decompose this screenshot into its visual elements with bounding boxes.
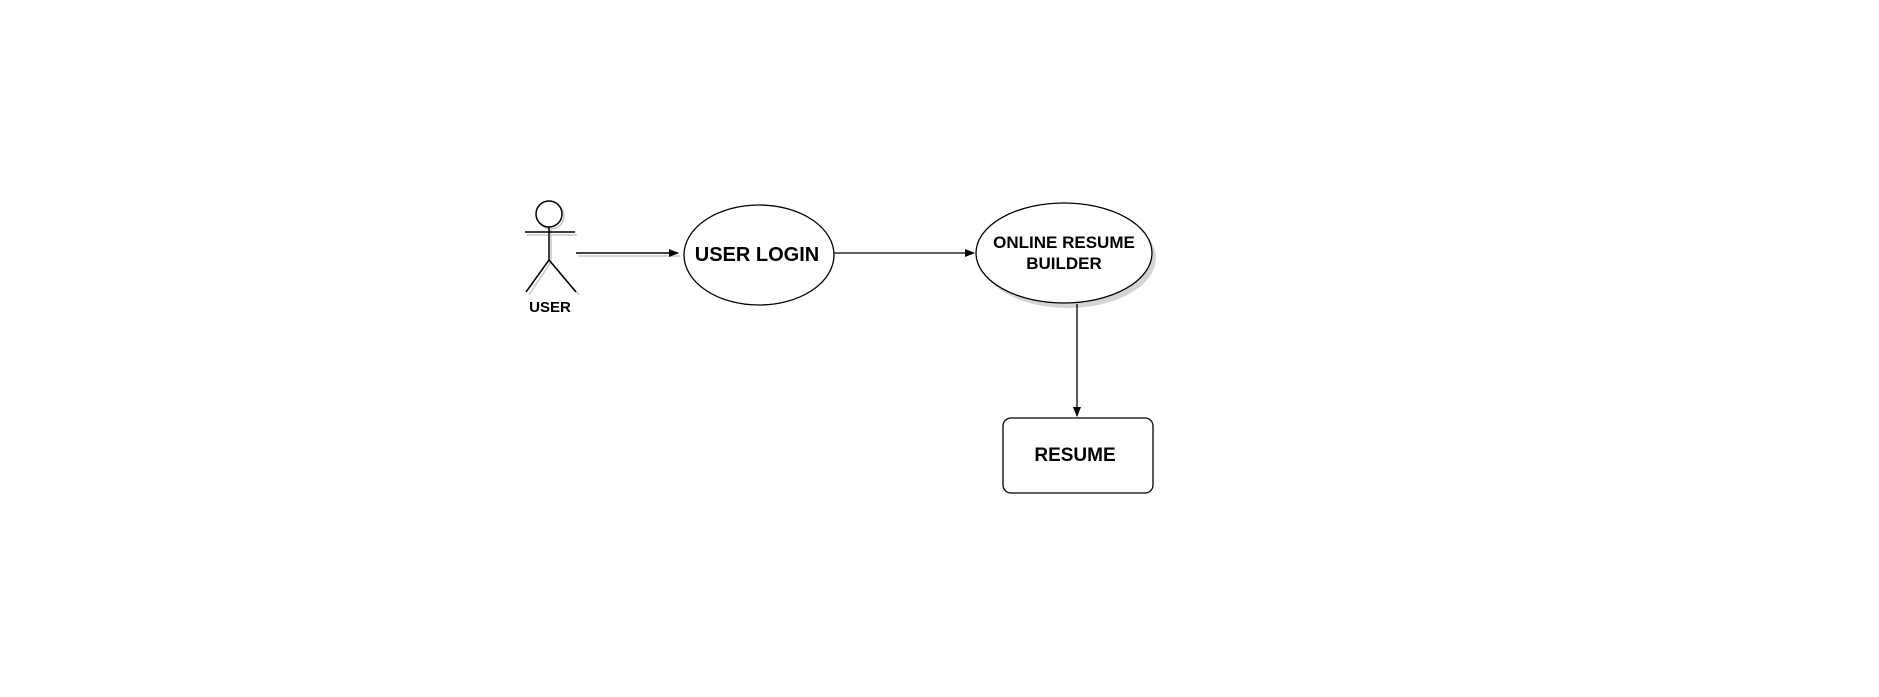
actor-right-leg	[548, 259, 577, 293]
use-case-builder-label-line1: ONLINE RESUME	[993, 233, 1135, 252]
edge-actor-to-login	[576, 249, 680, 257]
actor-left-leg	[525, 259, 550, 293]
actor-head	[535, 200, 563, 228]
use-case-builder-label-line2: BUILDER	[1026, 254, 1102, 273]
use-case-user-login-label: USER LOGIN	[695, 244, 819, 266]
resume-box[interactable]: RESUME	[1002, 417, 1154, 494]
resume-box-label: RESUME	[1034, 445, 1115, 466]
use-case-online-resume-builder[interactable]: ONLINE RESUME BUILDER	[975, 202, 1156, 308]
actor-label: USER	[529, 299, 571, 316]
user-actor[interactable]: USER	[525, 200, 580, 316]
use-case-user-login[interactable]: USER LOGIN	[683, 204, 835, 306]
